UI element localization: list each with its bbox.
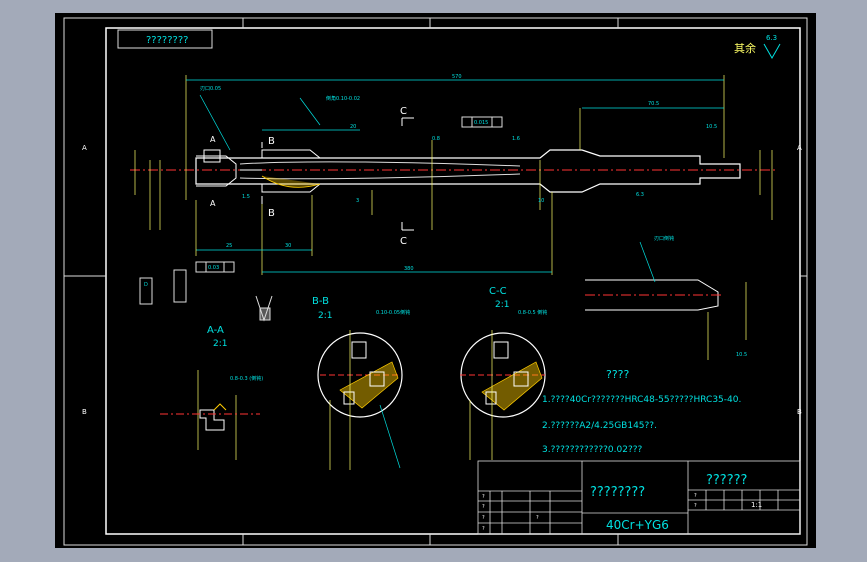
notes-heading: ???? [606, 368, 630, 381]
dim-d2: 10.5 [706, 124, 717, 130]
cc-leader: 0.8-0.5 倒钝 [518, 309, 547, 316]
title-block [477, 460, 801, 535]
section-cc-label: C-C [489, 286, 507, 297]
datum-box-1 [139, 277, 153, 305]
dim-long: 380 [404, 266, 414, 272]
sheet-outer-frame [63, 17, 808, 546]
note-line-2: 2.??????A2/4.25GB145??. [542, 421, 657, 431]
dim-d12: 1.6 [512, 136, 520, 142]
tolerance-frame-runout: 0.015 [461, 116, 503, 128]
section-bb-scale: 2:1 [318, 311, 332, 321]
section-aa-label: A-A [207, 325, 224, 336]
scale: 1:1 [751, 501, 762, 509]
datum-label: D [144, 282, 148, 288]
drawing-name: ?????? [706, 473, 747, 488]
surface-finish-label: 其余 [734, 41, 756, 55]
row-mark: ? [482, 526, 485, 532]
engineering-drawing: A B A B ???????? 其余 6.3 [63, 17, 808, 546]
surface-finish-value: 6.3 [766, 34, 777, 42]
tag-text: ???????? [146, 35, 188, 46]
datum-box-2 [173, 269, 187, 303]
dim-d11: 0.8 [432, 136, 440, 142]
title-block-tag: ???????? [590, 485, 645, 500]
note-line-1: 1.????40Cr???????HRC48-55?????HRC35-40. [542, 395, 741, 405]
bb-leader: 0.10-0.05倒钝 [376, 309, 410, 316]
border-letter: A [82, 144, 87, 152]
section-c-bottom: C [400, 236, 407, 247]
edge-note: 刃口0.05 [200, 86, 221, 92]
dim-d9: 10.5 [736, 352, 747, 358]
section-cc [460, 330, 546, 460]
dim-d4: 30 [285, 243, 291, 249]
section-aa [160, 295, 273, 460]
section-b-bottom: B [268, 208, 275, 219]
border-letter: B [797, 408, 802, 416]
svg-text:0.03: 0.03 [208, 265, 219, 271]
dim-d7: 10 [538, 198, 544, 204]
zone-ticks [64, 18, 807, 545]
aa-leader: 0.8-0.3 (倒钝) [230, 375, 263, 382]
right-leader: 刃口倒钝 [654, 235, 674, 242]
section-b-top: B [268, 136, 275, 147]
row-mark: ? [536, 515, 539, 521]
material: 40Cr+YG6 [606, 518, 669, 532]
note-line-3: 3.????????????0.02??? [542, 445, 643, 455]
section-c-top: C [400, 106, 407, 117]
section-aa-scale: 2:1 [213, 339, 227, 349]
dim-d8: 3 [356, 198, 359, 204]
section-a-top: A [210, 135, 216, 144]
dim-d1: 70.5 [648, 101, 659, 107]
dim-d3: 25 [226, 243, 232, 249]
dim-d6: 1.5 [242, 194, 250, 200]
section-a-bottom: A [210, 199, 216, 208]
svg-text:0.015: 0.015 [474, 120, 488, 126]
row-mark: ? [482, 515, 485, 521]
dim-d5: 20 [350, 124, 356, 130]
sheet-inner-frame [105, 27, 801, 535]
section-bb-label: B-B [312, 296, 329, 307]
row-mark: ? [694, 503, 697, 509]
row-mark: ? [694, 493, 697, 499]
section-bb [317, 330, 403, 470]
tolerance-frame-parallel: 0.03 [195, 261, 235, 273]
row-mark: ? [482, 504, 485, 510]
detail-view-right [585, 241, 747, 360]
section-cc-scale: 2:1 [495, 300, 509, 310]
dim-overall: 570 [452, 74, 462, 80]
border-letter: B [82, 408, 87, 416]
dim-d10: 6.3 [636, 192, 644, 198]
roughness-symbol-icon [763, 43, 781, 60]
cad-viewport[interactable]: A B A B ???????? 其余 6.3 [55, 13, 816, 548]
main-view [130, 75, 778, 275]
row-mark: ? [482, 494, 485, 500]
leader-note: 倒角0.10-0.02 [326, 95, 360, 102]
tag-box [117, 29, 213, 49]
border-letter: A [797, 144, 802, 152]
